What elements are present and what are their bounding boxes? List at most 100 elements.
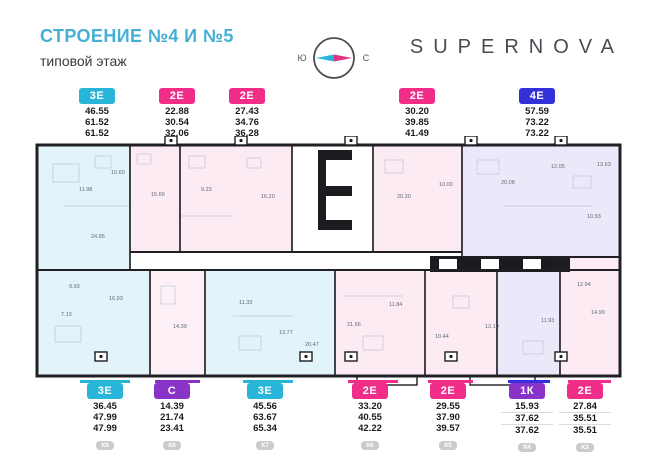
unit-type-badge: 3Е bbox=[247, 383, 283, 399]
unit-area: 35.51 bbox=[559, 412, 611, 424]
walls bbox=[35, 143, 622, 378]
room-area-label: 12.94 bbox=[577, 282, 591, 288]
unit-code-badge: К6 bbox=[361, 441, 379, 450]
unit-type-badge: 2Е bbox=[430, 383, 466, 399]
room-area-label: 11.84 bbox=[389, 302, 402, 308]
room-area-label: 20.30 bbox=[397, 194, 411, 200]
unit-label-k5[interactable]: 2Е 29.55 37.90 39.57 К5 bbox=[422, 381, 474, 452]
title-block: СТРОЕНИЕ №4 И №5 типовой этаж bbox=[40, 26, 234, 69]
unit-color-strip bbox=[348, 380, 398, 383]
zone-apartment-k11[interactable] bbox=[129, 144, 181, 253]
shaft-marker-icon bbox=[464, 135, 478, 146]
unit-area: 39.57 bbox=[436, 423, 460, 434]
room-area-label: 15.66 bbox=[151, 192, 165, 198]
compass-icon: Ю С bbox=[297, 37, 370, 79]
zone-stair-lobby bbox=[291, 144, 374, 253]
room-area-label: 24.95 bbox=[91, 234, 105, 240]
unit-type-badge: 3Е bbox=[87, 383, 123, 399]
unit-area: 29.55 bbox=[436, 401, 460, 412]
shaft-marker-icon bbox=[94, 351, 108, 362]
room-area-label: 9.23 bbox=[201, 187, 212, 193]
zone-apartment-k10[interactable] bbox=[36, 144, 131, 271]
unit-type-badge: 2Е bbox=[159, 88, 195, 104]
unit-code-badge: К3 bbox=[576, 443, 594, 452]
unit-area: 45.56 bbox=[253, 401, 277, 412]
unit-area: 32.06 bbox=[165, 128, 189, 139]
brand-logo: SUPERNOVA bbox=[409, 36, 624, 58]
zone-apartment-k7[interactable] bbox=[204, 269, 336, 377]
unit-label-k7[interactable]: 3Е 45.56 63.67 65.34 К7 bbox=[239, 381, 291, 452]
unit-area: 33.20 bbox=[358, 401, 382, 412]
unit-label-k6[interactable]: 2Е 33.20 40.55 42.22 К6 bbox=[344, 381, 396, 452]
room-area-label: 13.63 bbox=[597, 162, 611, 168]
room-area-label: 13.77 bbox=[279, 330, 293, 336]
unit-label-k9[interactable]: 3Е 36.45 47.99 47.99 К9 bbox=[79, 381, 131, 452]
unit-area: 61.52 bbox=[85, 117, 109, 128]
unit-color-strip bbox=[508, 380, 550, 383]
shaft-marker-icon bbox=[554, 351, 568, 362]
unit-color-strip bbox=[155, 380, 200, 383]
unit-area: 39.85 bbox=[405, 117, 429, 128]
room-area-label: 16.93 bbox=[109, 296, 123, 302]
unit-area: 30.20 bbox=[405, 106, 429, 117]
unit-type-badge: 1К bbox=[509, 383, 545, 399]
unit-area: 47.99 bbox=[93, 423, 117, 434]
unit-area: 37.62 bbox=[501, 424, 553, 436]
unit-area: 27.43 bbox=[235, 106, 259, 117]
room-area-label: 21.56 bbox=[347, 322, 361, 328]
zone-apartment-k9[interactable] bbox=[36, 269, 151, 377]
page-subtitle: типовой этаж bbox=[40, 53, 127, 69]
zone-apartment-k5[interactable] bbox=[424, 269, 498, 377]
unit-area: 37.62 bbox=[501, 412, 553, 424]
compass-east-label: С bbox=[363, 53, 370, 63]
unit-label-k4[interactable]: 1К 15.93 37.62 37.62 К4 bbox=[501, 381, 553, 454]
unit-area: 57.59 bbox=[525, 106, 549, 117]
unit-area: 42.22 bbox=[358, 423, 382, 434]
zone-apartment-k3[interactable] bbox=[559, 256, 621, 377]
elevator-core-building5 bbox=[430, 256, 570, 272]
unit-area: 36.45 bbox=[93, 401, 117, 412]
room-area-label: 14.99 bbox=[591, 310, 605, 316]
unit-label-k8[interactable]: С 14.39 21.74 23.41 К8 bbox=[146, 381, 198, 452]
unit-type-badge: 3Е bbox=[79, 88, 115, 104]
zone-apartment-k1[interactable] bbox=[372, 144, 463, 253]
shaft-marker-icon bbox=[164, 135, 178, 146]
stair-core-building4 bbox=[318, 150, 352, 230]
unit-area: 46.55 bbox=[85, 106, 109, 117]
unit-area: 41.49 bbox=[405, 128, 429, 139]
unit-type-badge: 2Е bbox=[229, 88, 265, 104]
unit-code-badge: К9 bbox=[96, 441, 114, 450]
compass-west-label: Ю bbox=[297, 53, 306, 63]
unit-code-badge: К5 bbox=[439, 441, 457, 450]
shaft-marker-icon bbox=[344, 351, 358, 362]
room-area-label: 7.13 bbox=[61, 312, 72, 318]
unit-color-strip bbox=[243, 380, 293, 383]
unit-area: 36.28 bbox=[235, 128, 259, 139]
unit-area: 30.54 bbox=[165, 117, 189, 128]
unit-area: 15.93 bbox=[515, 401, 539, 412]
unit-color-strip bbox=[568, 380, 611, 383]
room-area-label: 11.98 bbox=[79, 187, 92, 193]
unit-area: 63.67 bbox=[253, 412, 277, 423]
shaft-marker-icon bbox=[344, 135, 358, 146]
page-title: СТРОЕНИЕ №4 И №5 bbox=[40, 26, 234, 46]
room-area-label: 13.10 bbox=[485, 324, 499, 330]
unit-area: 40.55 bbox=[358, 412, 382, 423]
zone-apartment-k8[interactable] bbox=[149, 269, 206, 377]
room-area-label: 9.93 bbox=[69, 284, 80, 290]
unit-label-k3[interactable]: 2Е 27.84 35.51 35.51 К3 bbox=[559, 381, 611, 454]
interior-detail-lines bbox=[52, 153, 593, 355]
unit-area: 21.74 bbox=[160, 412, 184, 423]
zone-apartment-k12[interactable] bbox=[179, 144, 293, 253]
unit-area: 73.22 bbox=[525, 117, 549, 128]
unit-area: 73.22 bbox=[525, 128, 549, 139]
zone-corridor bbox=[129, 251, 463, 271]
unit-area: 37.90 bbox=[436, 412, 460, 423]
room-area-label: 10.44 bbox=[435, 334, 449, 340]
unit-area: 61.52 bbox=[85, 128, 109, 139]
room-area-label: 11.93 bbox=[541, 318, 554, 324]
unit-code-badge: К8 bbox=[163, 441, 181, 450]
shaft-marker-icon bbox=[299, 351, 313, 362]
unit-color-strip bbox=[80, 380, 130, 383]
